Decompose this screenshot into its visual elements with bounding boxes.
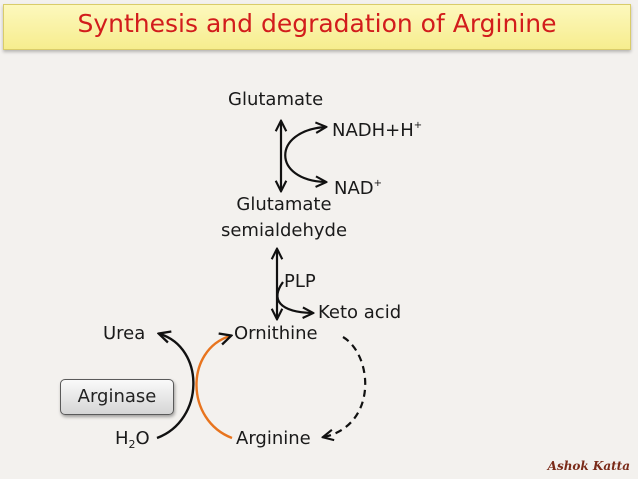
title-bar: Synthesis and degradation of Arginine bbox=[3, 4, 631, 50]
nadh-nad-curve bbox=[284, 127, 325, 182]
nad-text: NAD bbox=[334, 178, 374, 199]
nadh-charge: + bbox=[413, 120, 423, 131]
semialdehyde-label-line2: semialdehyde bbox=[220, 220, 348, 241]
keto-acid-label: Keto acid bbox=[318, 302, 402, 323]
nad-label: NAD+ bbox=[334, 173, 382, 200]
ornithine-label: Ornithine bbox=[234, 323, 318, 344]
arginase-label: Arginase bbox=[77, 386, 157, 407]
arginase-enzyme-box: Arginase bbox=[60, 379, 174, 415]
arginine-ornithine-arc bbox=[195, 336, 232, 440]
nadh-label: NADH+H+ bbox=[332, 115, 422, 142]
slide-title: Synthesis and degradation of Arginine bbox=[77, 9, 557, 38]
water-o: O bbox=[135, 428, 150, 449]
plp-label: PLP bbox=[284, 271, 316, 292]
plp-keto-curve bbox=[276, 281, 312, 313]
semialdehyde-label-line1: Glutamate bbox=[236, 194, 332, 215]
nad-charge: + bbox=[373, 178, 383, 189]
urea-label: Urea bbox=[103, 323, 146, 344]
water-label: H2O bbox=[115, 428, 150, 456]
water-h: H bbox=[115, 428, 129, 449]
nadh-text: NADH+H bbox=[332, 120, 414, 141]
water-subscript: 2 bbox=[128, 438, 136, 451]
ornithine-arginine-dashed-arrow bbox=[324, 336, 367, 437]
arginine-label: Arginine bbox=[236, 428, 311, 449]
glutamate-label: Glutamate bbox=[228, 89, 324, 110]
author-signature: Ashok Katta bbox=[547, 459, 630, 473]
water-urea-arc bbox=[157, 334, 195, 440]
